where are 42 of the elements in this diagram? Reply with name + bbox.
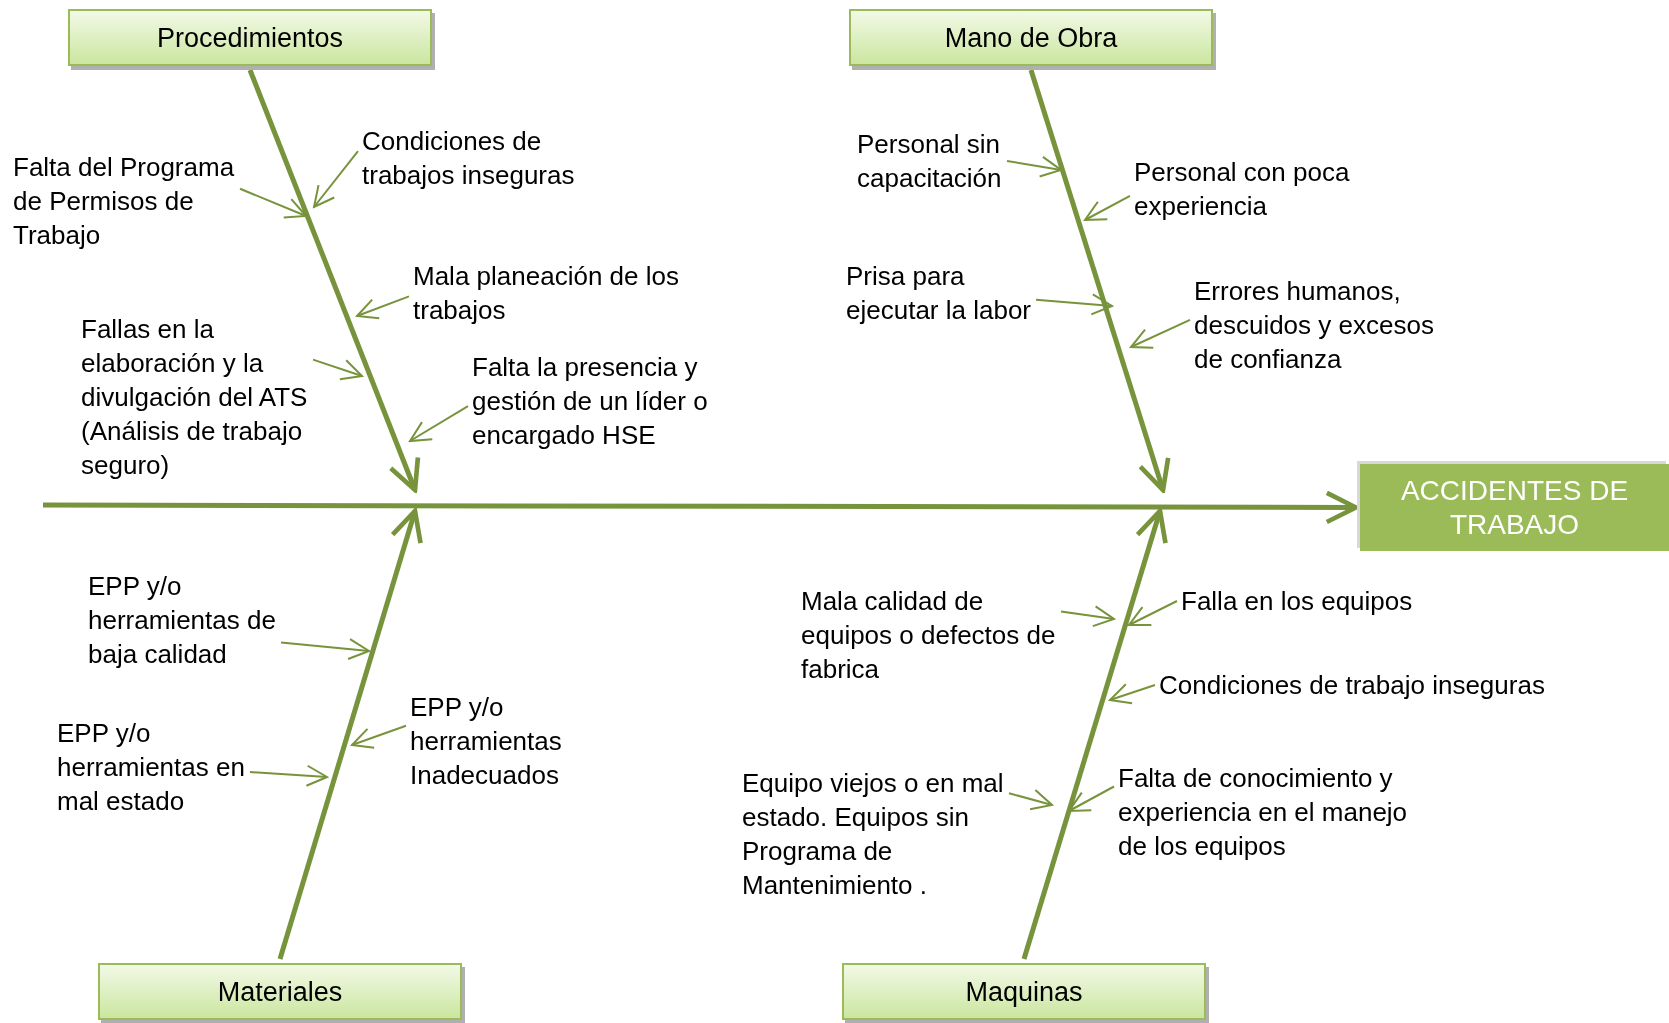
cause-label: Personal sin capacitación: [857, 127, 1003, 195]
arrow: [356, 295, 410, 320]
arrow: [351, 724, 407, 749]
arrow: [1128, 600, 1178, 626]
cause-label: Fallas en la elaboración y la divulgación del ATS (Análisis de trabajo seguro): [81, 312, 309, 482]
bone-arrow: [1021, 508, 1168, 960]
arrow: [1084, 194, 1131, 221]
cause-label: Errores humanos, descuidos y excesos de confianza: [1194, 274, 1435, 376]
arrow: [312, 358, 363, 381]
arrow: [1008, 789, 1053, 811]
cause-label: Falla en los equipos: [1181, 584, 1414, 618]
arrow: [1035, 293, 1113, 316]
arrow: [249, 764, 328, 787]
spine-arrow: [43, 490, 1359, 525]
bone-arrow: [277, 508, 423, 960]
cause-label: Falta de conocimiento y experiencia en el manejo de los equipos: [1118, 761, 1409, 863]
arrow: [1060, 605, 1115, 628]
arrow: [280, 638, 370, 660]
cause-label: Equipo viejos o en mal estado. Equipos sin Programa de Mantenimiento .: [742, 766, 1005, 902]
cause-label: Falta del Programa de Permisos de Trabajo: [13, 150, 236, 252]
effect-box: ACCIDENTES DE TRABAJO: [1360, 464, 1669, 551]
arrow: [1130, 318, 1191, 349]
category-box: Maquinas: [842, 963, 1206, 1020]
arrow: [1068, 785, 1115, 812]
cause-label: Prisa para ejecutar la labor: [846, 259, 1032, 327]
category-box: Materiales: [98, 963, 462, 1020]
arrow: [1006, 155, 1062, 178]
arrow: [239, 187, 307, 219]
arrow: [1109, 683, 1156, 705]
bone-arrow: [1028, 69, 1171, 493]
cause-label: Mala calidad de equipos o defectos de fabrica: [801, 584, 1057, 686]
bone-arrow: [247, 69, 421, 493]
cause-label: Falta la presencia y gestión de un líder o encargado HSE: [472, 350, 709, 452]
cause-label: Condiciones de trabajo inseguras: [1159, 668, 1546, 702]
cause-label: Condiciones de trabajos inseguras: [362, 124, 576, 192]
cause-label: Mala planeación de los trabajos: [413, 259, 680, 327]
cause-label: EPP y/o herramientas de baja calidad: [88, 569, 277, 671]
cause-label: EPP y/o herramientas en mal estado: [57, 716, 246, 818]
cause-label: Personal con poca experiencia: [1134, 155, 1351, 223]
arrow: [409, 405, 469, 442]
cause-label: EPP y/o herramientas Inadecuados: [410, 690, 563, 792]
arrow: [313, 150, 359, 208]
